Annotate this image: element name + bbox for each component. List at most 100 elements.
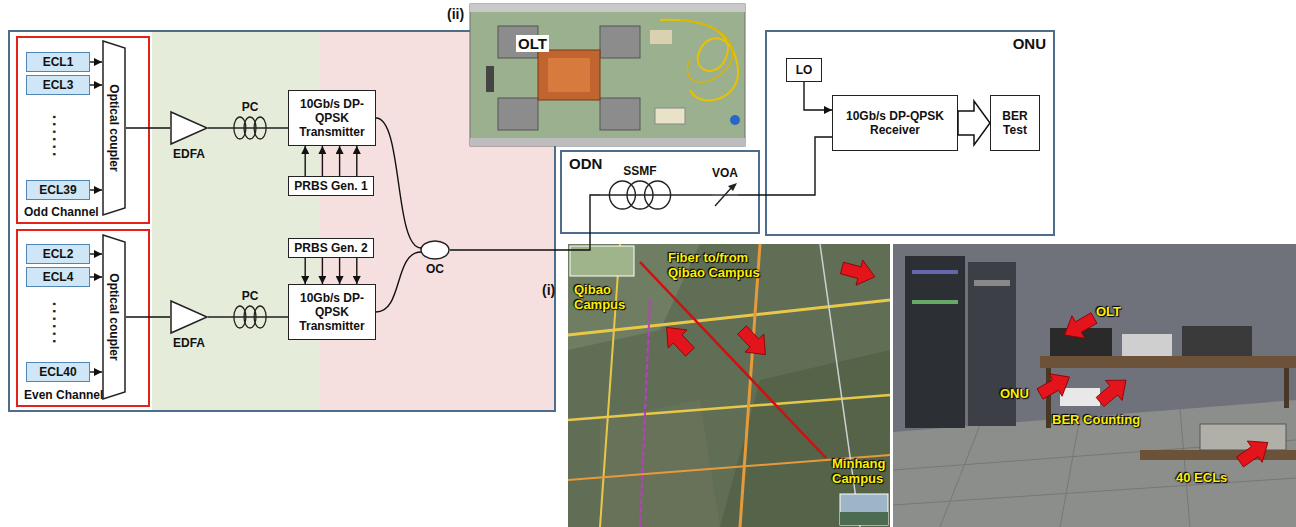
node-label: ONU	[1011, 35, 1048, 52]
laser-box: ECL40	[26, 362, 90, 382]
map-label: Fiber to/from Qibao Campus	[668, 250, 786, 280]
node-label: Odd Channel	[24, 205, 99, 219]
node-label: PC	[242, 100, 259, 114]
optical-coupler: Optical coupler	[102, 234, 126, 400]
process-box: LO	[786, 58, 822, 82]
node-label: BER Test	[993, 109, 1037, 137]
connector-line	[208, 316, 228, 317]
connector-line	[272, 316, 288, 317]
node-label: ECL3	[43, 78, 74, 92]
node-label: PC	[242, 289, 259, 303]
node-label: ODN	[567, 155, 604, 172]
laser-box: ECL2	[26, 244, 90, 264]
signal-arrow	[356, 146, 357, 176]
amplifier-symbol: EDFA	[170, 111, 208, 145]
panel-tag: (i)	[542, 282, 555, 298]
connector-line	[680, 194, 712, 195]
fiber-line	[228, 316, 272, 317]
coupler-symbol: OC	[420, 240, 450, 260]
node-label: PRBS Gen. 1	[294, 179, 367, 193]
node-label: 10Gb/s DP-QPSK Transmitter	[291, 97, 373, 139]
fiber-spool-shape	[600, 180, 680, 210]
process-box: 10Gb/s DP-QPSK Transmitter	[288, 284, 376, 340]
attenuator-symbol-shape	[712, 182, 738, 208]
node-label: EDFA	[173, 147, 205, 161]
attenuator-arrow	[715, 187, 732, 206]
signal-arrow	[305, 146, 306, 176]
node-label: Optical coupler	[107, 273, 121, 360]
channel-group: Even Channel ECL2ECL4ECL40 Optical coupler	[16, 229, 150, 407]
amplifier-triangle	[171, 112, 207, 144]
laser-box: ECL4	[26, 267, 90, 287]
channel-group: Odd Channel ECL1ECL3ECL39 Optical coupler	[16, 36, 150, 224]
process-box: PRBS Gen. 1	[288, 176, 374, 196]
board-photo	[470, 4, 745, 146]
attenuator-symbol: VOA	[712, 182, 738, 208]
connector-line	[90, 189, 102, 190]
ellipsis-mark: ......	[50, 302, 66, 347]
connector-line	[272, 127, 288, 128]
connector-line	[450, 195, 600, 250]
fiber-loop	[645, 181, 671, 209]
connector-line	[126, 316, 170, 317]
node-label: EDFA	[173, 336, 205, 350]
fiber-line	[228, 127, 272, 128]
process-box: PRBS Gen. 2	[288, 238, 374, 258]
fiber-loop	[254, 117, 266, 139]
laser-box: ECL39	[26, 180, 90, 200]
photo-label: ONU	[1000, 386, 1029, 401]
amplifier-symbol-shape	[170, 300, 208, 334]
ellipsis-mark: ......	[50, 115, 66, 160]
coupler-outline	[103, 235, 125, 399]
fiber-spool: SSMF	[600, 180, 680, 210]
node-label: 10Gb/s DP-QPSK Transmitter	[291, 291, 373, 333]
panel-tag: (ii)	[447, 6, 464, 22]
map-label: Qibao Campus	[574, 282, 636, 312]
node-label: 10Gb/s DP-QPSK Receiver	[835, 109, 955, 137]
node-label: OLT	[516, 35, 549, 52]
coupler-ellipse	[421, 241, 449, 259]
node-label: VOA	[712, 166, 738, 180]
amplifier-symbol: EDFA	[170, 300, 208, 334]
signal-bus	[305, 258, 357, 284]
fiber-loop	[254, 306, 266, 328]
polarization-controller: PC	[228, 116, 272, 140]
photo-label: 40 ECLs	[1176, 470, 1227, 485]
node-label: Optical coupler	[107, 84, 121, 171]
fiber-line	[600, 194, 680, 195]
process-box: BER Test	[990, 95, 1040, 151]
connector-line	[90, 253, 102, 254]
amplifier-triangle	[171, 301, 207, 333]
node-label: Even Channel	[24, 388, 103, 402]
polarization-controller-shape	[228, 116, 272, 140]
node-label: ECL4	[43, 270, 74, 284]
laser-box: ECL3	[26, 75, 90, 95]
connector-line	[90, 61, 102, 62]
fiber-curve	[376, 252, 421, 312]
connector-line	[804, 82, 832, 110]
map-label: Minhang Campus	[832, 456, 894, 486]
coupler-symbol-shape	[420, 240, 450, 260]
node-label: ECL40	[39, 365, 76, 379]
connector-line	[208, 127, 228, 128]
node-label: PRBS Gen. 2	[294, 241, 367, 255]
connector-line	[126, 127, 170, 128]
signal-arrow	[322, 146, 323, 176]
connector-line	[90, 84, 102, 85]
block-arrow	[958, 101, 990, 145]
connector-line	[90, 276, 102, 277]
connector-line	[90, 371, 102, 372]
process-box: 10Gb/s DP-QPSK Transmitter	[288, 90, 376, 146]
amplifier-symbol-shape	[170, 111, 208, 145]
attenuator-head	[728, 183, 737, 191]
connector-line	[738, 137, 832, 195]
photo-label: BER Counting	[1052, 412, 1140, 427]
process-box: 10Gb/s DP-QPSK Receiver	[832, 95, 958, 151]
fiber-curve	[376, 118, 421, 248]
signal-arrow	[356, 258, 357, 284]
node-label: OC	[426, 262, 444, 276]
laser-box: ECL1	[26, 52, 90, 72]
signal-bus	[305, 146, 357, 176]
